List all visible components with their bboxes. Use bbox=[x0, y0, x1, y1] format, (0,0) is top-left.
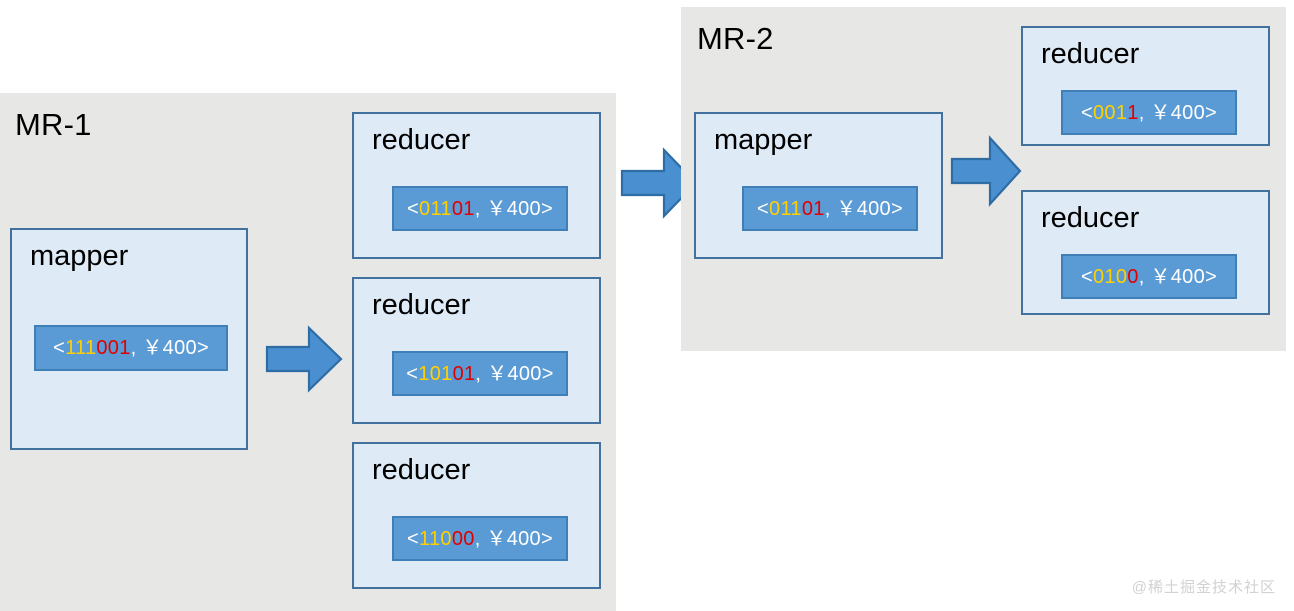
chip-yellow-bits: 001 bbox=[1093, 101, 1128, 124]
chip-value-tail: , ￥400> bbox=[475, 362, 554, 385]
node-title-mr1-reducer-1: reducer bbox=[372, 124, 471, 156]
chip-value-tail: , ￥400> bbox=[824, 197, 903, 220]
chip-value-tail: , ￥400> bbox=[1138, 265, 1217, 288]
node-title-mr2-reducer-1: reducer bbox=[1041, 38, 1140, 70]
chip-open-bracket: < bbox=[407, 527, 420, 550]
chip-open-bracket: < bbox=[1081, 265, 1093, 288]
chip-red-bits: 01 bbox=[801, 197, 825, 220]
chip-yellow-bits: 011 bbox=[769, 197, 802, 220]
flow-arrow-mr1-to-mr2 bbox=[620, 147, 698, 219]
chip-open-bracket: < bbox=[407, 197, 420, 220]
chip-open-bracket: < bbox=[53, 337, 66, 359]
flow-arrow-mapper-to-reducers-mr2 bbox=[950, 135, 1022, 207]
node-title-mr1-mapper: mapper bbox=[30, 240, 129, 272]
chip-red-bits: 1 bbox=[1127, 101, 1139, 124]
chip-red-bits: 0 bbox=[1127, 265, 1139, 288]
chip-red-bits: 001 bbox=[96, 337, 131, 359]
node-title-mr1-reducer-2: reducer bbox=[372, 289, 471, 321]
flow-arrow-mapper-to-reducers-mr1 bbox=[265, 325, 343, 393]
node-title-mr2-mapper: mapper bbox=[714, 124, 813, 156]
node-title-mr2-reducer-2: reducer bbox=[1041, 202, 1140, 234]
chip-value-tail: , ￥400> bbox=[474, 197, 553, 220]
chip-open-bracket: < bbox=[757, 197, 770, 220]
chip-yellow-bits: 110 bbox=[419, 527, 452, 550]
chip-red-bits: 01 bbox=[451, 197, 475, 220]
chip-yellow-bits: 111 bbox=[65, 337, 97, 359]
group-title-mr2: MR-2 bbox=[697, 21, 774, 56]
chip-open-bracket: < bbox=[1081, 101, 1093, 124]
chip-red-bits: 00 bbox=[451, 527, 475, 550]
group-title-mr1: MR-1 bbox=[15, 107, 92, 142]
chip-value-tail: , ￥400> bbox=[1138, 101, 1217, 124]
chip-yellow-bits: 011 bbox=[419, 197, 452, 220]
chip-open-bracket: < bbox=[406, 362, 419, 385]
node-title-mr1-reducer-3: reducer bbox=[372, 454, 471, 486]
chip-yellow-bits: 010 bbox=[1093, 265, 1128, 288]
chip-yellow-bits: 101 bbox=[418, 362, 453, 385]
watermark-text: @稀土掘金技术社区 bbox=[1131, 579, 1276, 596]
chip-value-tail: , ￥400> bbox=[130, 337, 209, 359]
chip-value-tail: , ￥400> bbox=[474, 527, 553, 550]
chip-red-bits: 01 bbox=[452, 362, 476, 385]
